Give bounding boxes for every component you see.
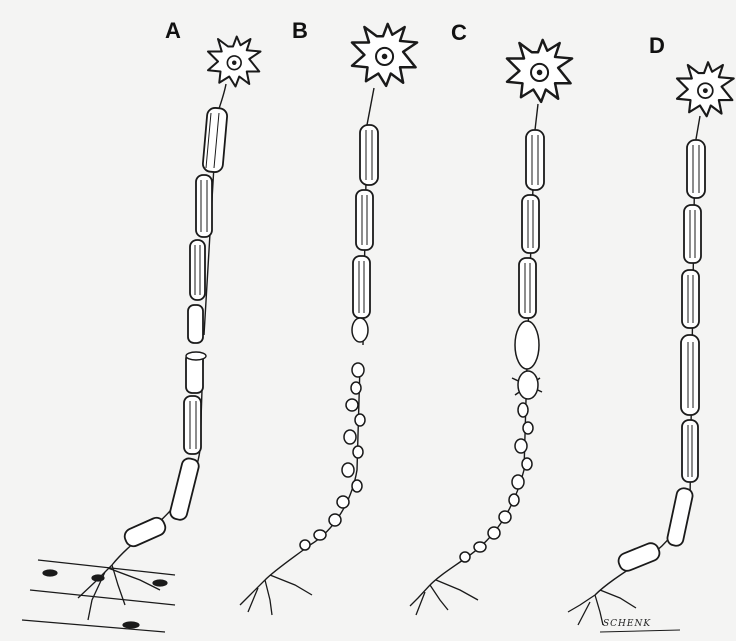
neuron-d xyxy=(568,62,734,625)
neuron-b-terminals xyxy=(240,575,312,615)
neuron-d-myelin-segments xyxy=(616,140,705,573)
neuron-a-muscle-fibers xyxy=(22,560,175,632)
neuron-a-terminals xyxy=(78,565,160,620)
neuron-c-soma xyxy=(507,40,572,102)
neuron-a-myelin-segments xyxy=(122,107,228,549)
neuron-c-degenerating-myelin xyxy=(460,403,533,562)
panel-label-d: D xyxy=(649,35,665,57)
neuron-c-lesion-site xyxy=(512,321,542,399)
panel-label-b: B xyxy=(292,20,308,42)
neuron-d-soma xyxy=(677,62,734,116)
neuron-b-soma xyxy=(352,24,417,86)
panel-label-a: A xyxy=(165,20,181,42)
artist-signature: SCHENK xyxy=(603,619,651,629)
neuron-a-soma xyxy=(208,37,261,87)
neuron-a xyxy=(22,37,261,633)
neuron-a-lesion-gap xyxy=(186,352,206,360)
neuron-c xyxy=(410,40,572,615)
neuron-c-terminals xyxy=(410,580,478,615)
signature-underline xyxy=(600,630,680,632)
panel-label-c: C xyxy=(451,22,467,44)
neuron-b xyxy=(240,24,417,615)
